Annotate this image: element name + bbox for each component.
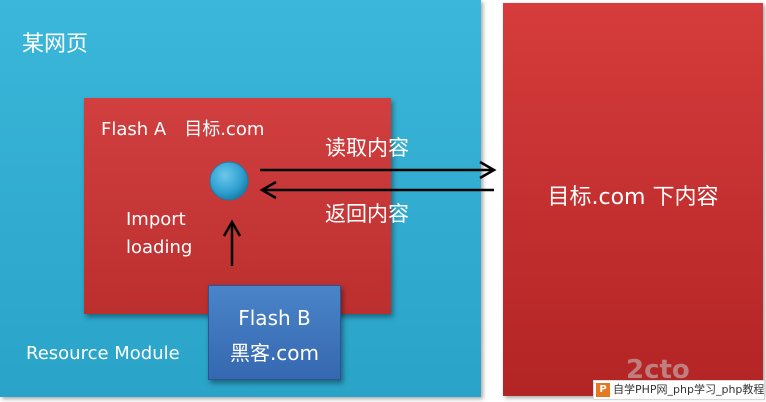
flash-a-label: Flash A 目标.com xyxy=(101,119,265,140)
resource-module-label: Resource Module xyxy=(26,343,180,364)
webpage-title: 某网页 xyxy=(22,32,89,57)
read-content-label: 读取内容 xyxy=(325,136,409,160)
return-content-label: 返回内容 xyxy=(325,202,409,226)
target-content-panel: 目标.com 下内容 xyxy=(503,3,763,396)
watermark-text: 自学PHP网_php学习_php教程 xyxy=(613,383,765,396)
flash-a-box: Flash A 目标.com Import loading xyxy=(84,98,391,314)
php-icon: P xyxy=(596,383,610,397)
loading-text: loading xyxy=(126,237,193,258)
import-loading-label: Import loading xyxy=(126,206,192,262)
flash-b-domain: 黑客.com xyxy=(229,341,320,365)
flash-b-label: Flash B xyxy=(238,306,311,330)
flash-b-box: Flash B 黑客.com xyxy=(208,285,341,380)
import-text: Import xyxy=(126,209,186,230)
target-content-label: 目标.com 下内容 xyxy=(547,185,719,210)
